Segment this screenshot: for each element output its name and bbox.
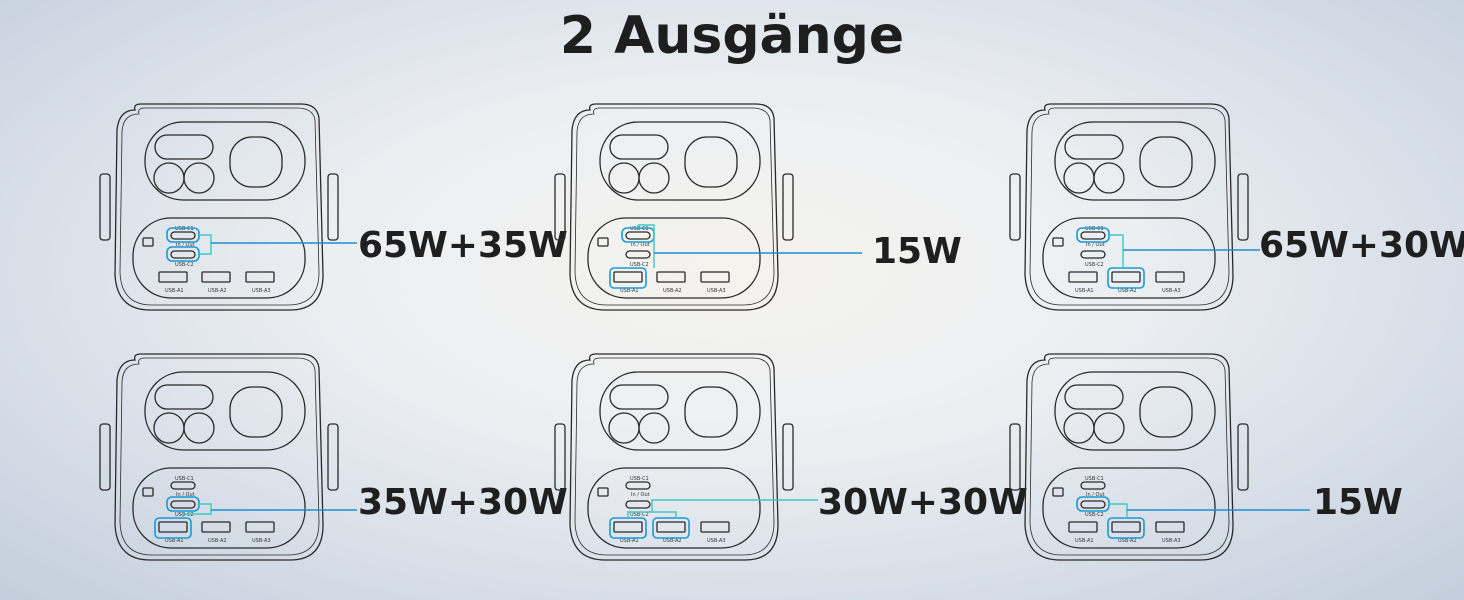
port-label-usb-c2: USB-C2: [630, 262, 649, 268]
connector-lines: [182, 503, 357, 518]
charger-illustration: USB-C1 In / Out USB-C2 USB-A1 USB-A2 USB…: [99, 353, 357, 561]
port-label-usb-a1: USB-A1: [1075, 538, 1094, 544]
config-panel-1: USB-C1 In / Out USB-C2 USB-A1 USB-A2 USB…: [95, 100, 568, 330]
config-panel-6: USB-C1 In / Out USB-C2 USB-A1 USB-A2 USB…: [1005, 350, 1464, 580]
port-label-usb-c1: USB-C1: [630, 226, 649, 232]
port-label-usb-a3: USB-A3: [252, 538, 271, 544]
wattage-label: 15W: [872, 231, 962, 272]
config-panel-4: USB-C1 In / Out USB-C2 USB-A1 USB-A2 USB…: [95, 350, 568, 580]
port-label-usb-a3: USB-A3: [707, 288, 726, 294]
wattage-label: 30W+30W: [818, 482, 1028, 523]
wattage-label: 35W+30W: [358, 482, 568, 523]
port-label-inout: In / Out: [631, 242, 650, 248]
port-label-inout: In / Out: [176, 492, 195, 498]
port-label-usb-c2: USB-C2: [630, 512, 649, 518]
port-label-usb-c2: USB-C2: [175, 512, 194, 518]
port-label-usb-a1: USB-A1: [620, 538, 639, 544]
config-panel-3: USB-C1 In / Out USB-C2 USB-A1 USB-A2 USB…: [1005, 100, 1464, 330]
port-label-usb-a2: USB-A2: [208, 288, 227, 294]
port-label-usb-a2: USB-A2: [1118, 538, 1137, 544]
port-label-usb-a3: USB-A3: [707, 538, 726, 544]
wattage-label: 65W+35W: [358, 225, 568, 266]
config-panel-2: USB-C1 In / Out USB-C2 USB-A1 USB-A2 USB…: [550, 100, 1010, 330]
wattage-label: 15W: [1313, 482, 1403, 523]
charger-illustration: USB-C1 In / Out USB-C2 USB-A1 USB-A2 USB…: [1009, 103, 1260, 311]
connector-lines: [1109, 503, 1310, 518]
port-label-usb-c1: USB-C1: [1085, 226, 1104, 232]
port-label-usb-c1: USB-C1: [630, 476, 649, 482]
port-label-inout: In / Out: [1086, 492, 1105, 498]
port-label-usb-a1: USB-A1: [165, 288, 184, 294]
wattage-label: 65W+30W: [1259, 225, 1464, 266]
page-title: 2 Ausgänge: [559, 6, 905, 66]
charger-illustration: USB-C1 In / Out USB-C2 USB-A1 USB-A2 USB…: [1009, 353, 1310, 561]
port-label-usb-a3: USB-A3: [252, 288, 271, 294]
port-label-usb-a3: USB-A3: [1162, 538, 1181, 544]
connector-lines: [1109, 234, 1260, 268]
port-label-usb-c2: USB-C2: [1085, 512, 1104, 518]
connector-lines: [199, 234, 357, 255]
port-label-usb-a2: USB-A2: [208, 538, 227, 544]
port-label-usb-c2: USB-C2: [1085, 262, 1104, 268]
port-label-usb-a1: USB-A1: [1075, 288, 1094, 294]
port-label-usb-a1: USB-A1: [165, 538, 184, 544]
port-label-usb-a3: USB-A3: [1162, 288, 1181, 294]
connector-lines: [627, 499, 818, 518]
config-panel-5: USB-C1 In / Out USB-C2 USB-A1 USB-A2 USB…: [550, 350, 1028, 580]
port-label-inout: In / Out: [176, 242, 195, 248]
port-label-usb-c1: USB-C1: [175, 476, 194, 482]
port-label-inout: In / Out: [1086, 242, 1105, 248]
port-label-inout: In / Out: [631, 492, 650, 498]
charger-illustration: USB-C1 In / Out USB-C2 USB-A1 USB-A2 USB…: [99, 103, 357, 311]
port-label-usb-a2: USB-A2: [1118, 288, 1137, 294]
charger-illustration: USB-C1 In / Out USB-C2 USB-A1 USB-A2 USB…: [554, 353, 818, 561]
port-label-usb-c1: USB-C1: [1085, 476, 1104, 482]
port-label-usb-c1: USB-C1: [175, 226, 194, 232]
port-label-usb-a2: USB-A2: [663, 288, 682, 294]
port-label-usb-c2: USB-C2: [175, 262, 194, 268]
connector-lines: [637, 224, 862, 268]
highlight-ports: [609, 517, 690, 539]
port-label-usb-a2: USB-A2: [663, 538, 682, 544]
port-label-usb-a1: USB-A1: [620, 288, 639, 294]
charger-illustration: USB-C1 In / Out USB-C2 USB-A1 USB-A2 USB…: [554, 103, 862, 311]
